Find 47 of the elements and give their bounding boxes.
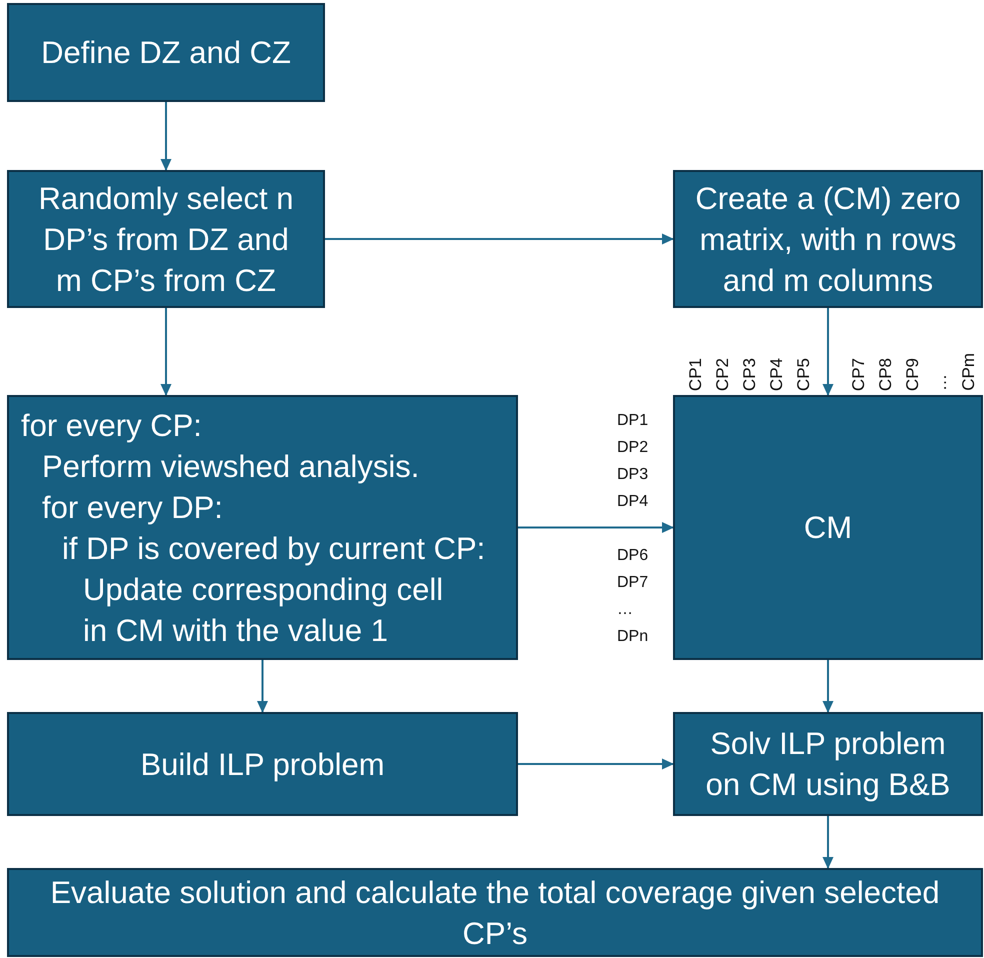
arrow [518, 522, 674, 533]
arrow [822, 660, 834, 713]
row-label: … [617, 600, 633, 620]
arrow [257, 660, 268, 713]
box-label: Define DZ and CZ [41, 34, 291, 72]
row-label: DP3 [617, 465, 648, 485]
pseudocode-line: if DP is covered by current CP: [62, 530, 486, 568]
column-label: CP7 [849, 358, 868, 391]
box-label: Randomly select n DP’s from DZ and m CP’s from CZ [37, 180, 294, 300]
box-label: Create a (CM) zero matrix, with n rows and m columns [694, 180, 962, 300]
column-label: CPm [959, 353, 978, 391]
box-label: Solv ILP problem on CM using B&B [704, 725, 952, 804]
pseudocode-line: Perform viewshed analysis. [42, 448, 420, 486]
row-label: DP4 [617, 492, 648, 512]
box-label: CM [804, 509, 852, 547]
pseudocode-box [7, 395, 518, 660]
column-label: CP9 [903, 358, 922, 391]
process-box [673, 170, 983, 308]
column-label: CP8 [876, 358, 895, 391]
process-box [7, 170, 325, 308]
arrow [518, 758, 674, 770]
arrow [822, 816, 834, 869]
process-box [673, 712, 983, 816]
pseudocode-line: for every DP: [42, 489, 223, 527]
arrow [160, 102, 172, 171]
column-label: CP2 [713, 358, 732, 391]
row-label: DP1 [617, 411, 648, 431]
process-box [7, 3, 325, 102]
box-label: Build ILP problem [140, 746, 385, 784]
box-label: Evaluate solution and calculate the total coverage given selected CP’s [49, 874, 941, 952]
pseudocode-line: Update corresponding cell in CM with the value 1 [83, 571, 444, 650]
arrow [325, 234, 674, 244]
process-box [7, 712, 518, 816]
column-label: CP1 [686, 358, 705, 391]
row-label: DP2 [617, 438, 648, 458]
row-label: DPn [617, 627, 648, 647]
column-label: CP4 [767, 358, 786, 391]
process-box [7, 868, 983, 957]
column-label: … [931, 374, 950, 391]
column-label: CP5 [794, 358, 813, 391]
arrow [160, 308, 172, 396]
arrow [822, 308, 834, 396]
column-label: CP3 [740, 358, 759, 391]
row-label: DP7 [617, 573, 648, 593]
pseudocode-line: for every CP: [21, 407, 202, 445]
row-label: DP6 [617, 546, 648, 566]
matrix-box [673, 395, 983, 660]
